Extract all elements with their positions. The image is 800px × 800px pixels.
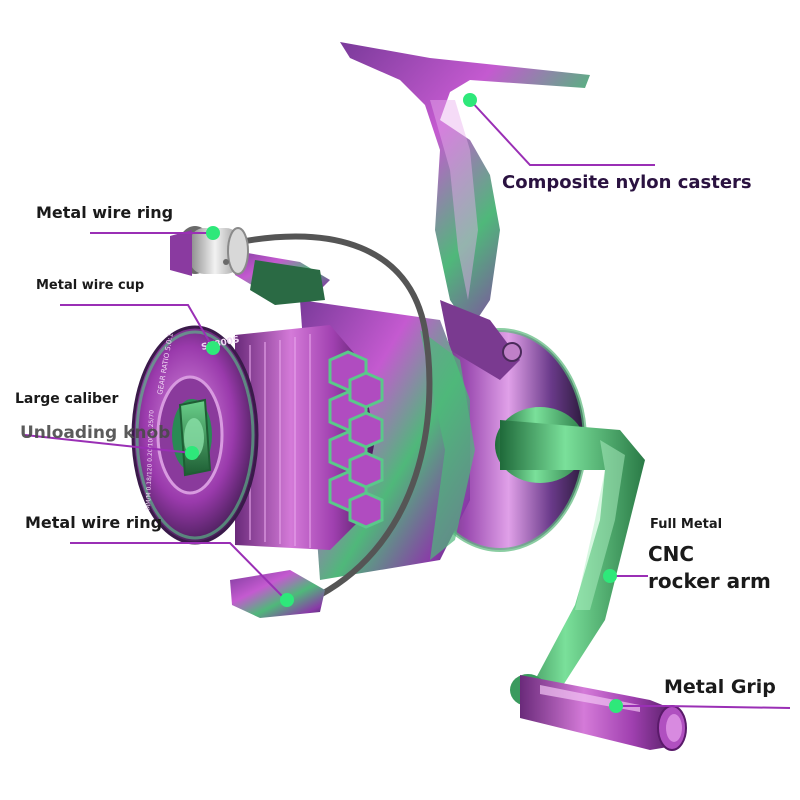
marker-dot-rocker-arm [603,569,617,583]
callout-metal-wire-ring-bottom: Metal wire ring [25,513,163,532]
leader-wire-cup [60,304,214,349]
leader-grip [616,705,791,709]
bail-arm-bottom [230,570,325,618]
leader-wire-ring-bottom [70,542,287,601]
reel-foot [340,42,590,330]
callout-cnc: CNC [648,542,695,566]
marker-dot-wire-cup [206,341,220,355]
reel-foot-highlight [430,100,478,300]
housing-upper-arm [440,300,520,380]
leader-knob [24,434,193,454]
spool-front-rim [135,330,255,540]
marker-dot-grip [609,699,623,713]
line-roller-cap [227,227,249,275]
callout-markers [185,93,623,713]
callout-rocker-arm: rocker arm [648,569,771,593]
rotor-cup-green [420,330,475,560]
callout-composite-nylon-casters: Composite nylon casters [502,172,752,193]
marker-dot-knob [185,446,199,460]
marker-dot-casters [463,93,477,107]
callout-metal-grip: Metal Grip [664,676,776,698]
marker-dot-wire-ring-bottom [280,593,294,607]
callout-metal-wire-ring-top: Metal wire ring [36,203,174,222]
callout-leaders [24,99,791,709]
spool-honeycomb-skirt [328,350,384,529]
leader-composite-casters [469,99,655,166]
bail-top-housing [250,260,325,305]
crank-arm-highlight [575,440,625,610]
callout-unloading-knob: Unloading knob [20,423,171,443]
callout-large-caliber: Large caliber [15,391,119,407]
line-roller-purple [170,230,192,276]
line-roller-pin [223,259,229,265]
callout-metal-wire-cup: Metal wire cup [36,278,145,293]
spool-capacity-text: MM/M 0.18/120 0.20/100 0.25/70 [145,410,155,510]
housing-screw [502,342,522,362]
grip-end-cap-inner [666,714,682,742]
marker-dot-wire-ring-top [206,226,220,240]
callout-full-metal: Full Metal [650,517,723,532]
